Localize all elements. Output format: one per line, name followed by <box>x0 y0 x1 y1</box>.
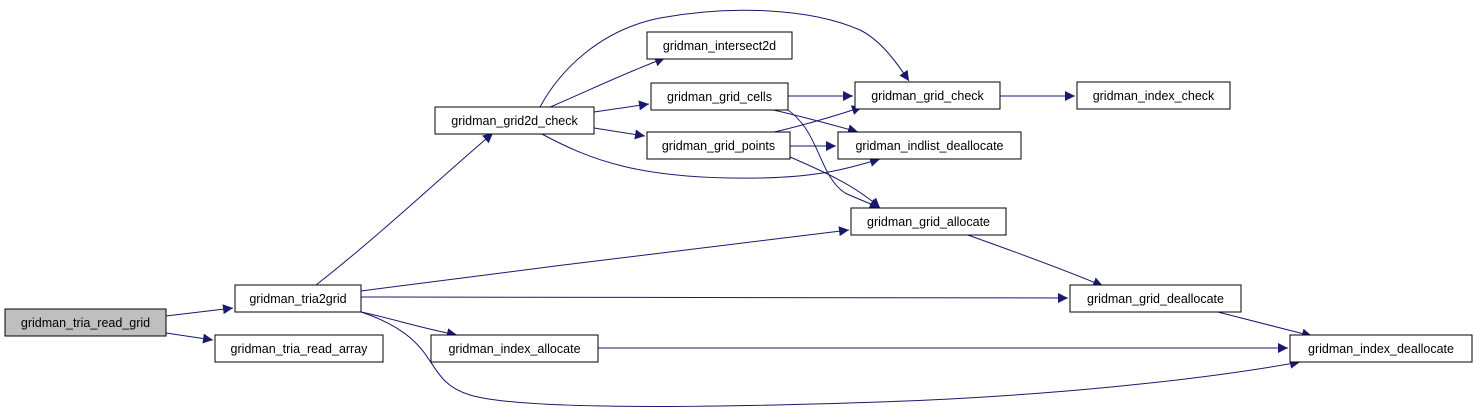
node-grid-cells[interactable]: gridman_grid_cells <box>650 82 789 111</box>
node-label: gridman_grid_allocate <box>867 215 990 229</box>
edge-grid-cells-to-indlist-deallocate <box>764 107 859 135</box>
edge-tria-read-grid-to-tria-read-array <box>165 332 214 344</box>
node-tria-read-array[interactable]: gridman_tria_read_array <box>214 334 384 363</box>
node-index-deallocate[interactable]: gridman_index_deallocate <box>1289 334 1473 363</box>
node-grid-points[interactable]: gridman_grid_points <box>646 131 791 160</box>
node-label: gridman_grid_check <box>871 89 984 103</box>
node-indlist-deallocate[interactable]: gridman_indlist_deallocate <box>837 131 1022 160</box>
node-index-check[interactable]: gridman_index_check <box>1076 81 1231 110</box>
node-layer: gridman_tria_read_grid gridman_tria2grid… <box>4 31 1473 363</box>
edge-grid2d-check-to-grid-points <box>593 127 646 140</box>
node-label: gridman_intersect2d <box>663 39 776 53</box>
node-grid-check[interactable]: gridman_grid_check <box>854 81 1001 110</box>
node-label: gridman_index_allocate <box>448 342 580 356</box>
node-label: gridman_tria_read_grid <box>21 316 150 330</box>
node-label: gridman_tria2grid <box>249 292 346 306</box>
edge-tria-read-grid-to-tria2grid <box>165 304 234 317</box>
edge-grid2d-check-to-grid-check <box>539 9 910 108</box>
edge-tria2grid-to-grid-deallocate <box>360 292 1069 303</box>
edge-tria2grid-to-grid-allocate <box>360 226 850 292</box>
node-label: gridman_tria_read_array <box>231 342 369 356</box>
edge-grid2d-check-to-indlist-deallocate <box>539 132 881 179</box>
edge-grid-allocate-to-grid-deallocate <box>964 233 1104 287</box>
edge-grid2d-check-to-intersect2d <box>547 56 666 109</box>
node-label: gridman_grid_points <box>662 139 775 153</box>
edge-grid2d-check-to-grid-cells <box>593 100 650 113</box>
node-label: gridman_grid_deallocate <box>1087 292 1224 306</box>
node-label: gridman_index_deallocate <box>1308 342 1454 356</box>
edge-grid-points-to-grid-allocate <box>789 156 881 209</box>
node-tria-read-grid[interactable]: gridman_tria_read_grid <box>4 308 167 337</box>
node-label: gridman_grid2d_check <box>451 114 578 128</box>
node-index-allocate[interactable]: gridman_index_allocate <box>430 334 599 363</box>
node-label: gridman_index_check <box>1093 89 1215 103</box>
edge-layer <box>165 9 1313 407</box>
node-grid2d-check[interactable]: gridman_grid2d_check <box>434 106 595 135</box>
node-intersect2d[interactable]: gridman_intersect2d <box>646 31 793 60</box>
node-grid-allocate[interactable]: gridman_grid_allocate <box>850 207 1007 236</box>
edge-tria2grid-to-index-allocate <box>360 311 458 339</box>
edge-grid-points-to-grid-check <box>769 105 863 134</box>
edge-grid-deallocate-to-index-deallocate <box>1209 309 1313 339</box>
node-label: gridman_indlist_deallocate <box>855 139 1003 153</box>
edge-tria2grid-to-index-deallocate <box>360 311 1301 407</box>
edge-tria2grid-to-grid2d-check <box>315 132 494 286</box>
node-grid-deallocate[interactable]: gridman_grid_deallocate <box>1069 284 1242 313</box>
node-label: gridman_grid_cells <box>667 90 772 104</box>
node-tria2grid[interactable]: gridman_tria2grid <box>234 284 362 313</box>
